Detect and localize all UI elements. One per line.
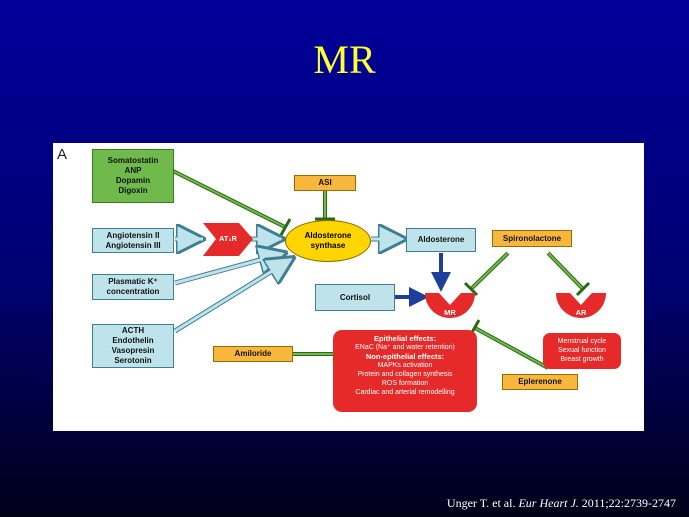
mr-receptor-shape <box>424 293 475 319</box>
asi-label: ASI <box>318 178 332 187</box>
citation-authors: Unger T. et al. <box>446 496 516 510</box>
diagram-connectors <box>172 169 606 370</box>
ar-effect-item: Sexual function <box>558 347 606 354</box>
input-group1-box: Somatostatin ANP Dopamin Digoxin <box>92 149 174 203</box>
asi-box: ASI <box>294 175 356 191</box>
inhibit-spironolactone-to-mr <box>463 251 510 297</box>
ar-effects-box: Menstrual cycle Sexual function Breast g… <box>543 333 621 369</box>
slide-title: MR <box>313 37 376 82</box>
ar-label: AR <box>575 308 587 317</box>
input-group3-box: Plasmatic K⁺ concentration <box>92 274 174 300</box>
non-epithelial-item: Protein and collagen synthesis <box>357 371 453 378</box>
at1r-receptor-shape <box>203 223 253 256</box>
mr-effects-box: Epithelial effects: ENaC (Na⁺ and water … <box>333 330 477 412</box>
aldosterone-synthase-node: Aldosterone synthase <box>285 220 371 262</box>
non-epithelial-item: Cardiac and arterial remodelling <box>355 389 455 396</box>
non-epithelial-item: ROS formation <box>381 380 429 387</box>
spironolactone-label: Spironolactone <box>502 233 562 243</box>
epithelial-item: ENaC (Na⁺ and water retention) <box>355 344 455 351</box>
cortisol-box: Cortisol <box>315 284 395 311</box>
epithelial-heading: Epithelial effects: <box>373 334 437 343</box>
input-group3-line: concentration <box>106 287 160 296</box>
input-group4-line: ACTH <box>121 326 145 335</box>
synthase-line: synthase <box>310 241 346 250</box>
input-group2-box: Angiotensin II Angiotensin III <box>92 228 174 253</box>
eplerenone-label: Eplerenone <box>518 377 562 386</box>
inhibit-asi-to-synthase <box>315 191 335 221</box>
aldosterone-box: Aldosterone <box>406 228 476 252</box>
input-group2-line: Angiotensin III <box>105 240 161 250</box>
citation: Unger T. et al. Eur Heart J. 2011;22:273… <box>447 496 676 511</box>
inhibit-spironolactone-to-ar <box>546 251 591 297</box>
amiloride-label: Amiloride <box>234 349 272 358</box>
input-group2-line: Angiotensin II <box>106 230 160 240</box>
citation-details: 2011;22:2739-2747 <box>581 496 676 510</box>
aldosterone-label: Aldosterone <box>417 235 465 244</box>
non-epithelial-heading: Non-epithelial effects: <box>365 352 445 361</box>
input-group1-line: Somatostatin <box>107 156 159 165</box>
citation-journal: Eur Heart J. <box>518 496 579 510</box>
cortisol-label: Cortisol <box>339 292 371 302</box>
input-group3-line: Plasmatic K⁺ <box>108 277 158 286</box>
mr-label: MR <box>444 308 456 317</box>
synthase-line: Aldosterone <box>304 231 352 240</box>
ar-effect-item: Breast growth <box>560 356 604 363</box>
amiloride-box: Amiloride <box>213 346 293 362</box>
input-group4-box: ACTH Endothelin Vasopresin Serotonin <box>92 324 174 368</box>
input-group4-line: Serotonin <box>114 356 152 365</box>
panel-letter: A <box>57 146 68 163</box>
mr-pathway-diagram: A <box>53 143 644 431</box>
input-group4-line: Endothelin <box>112 336 154 345</box>
eplerenone-box: Eplerenone <box>502 374 578 390</box>
inhibit-eplerenone-to-mr <box>468 319 549 370</box>
ar-receptor-shape <box>556 293 606 318</box>
input-group4-line: Vasopresin <box>111 346 155 355</box>
input-group1-line: Dopamin <box>115 176 151 185</box>
at1r-label: AT₁R <box>219 234 237 243</box>
input-group1-line: ANP <box>124 166 142 175</box>
ar-effect-item: Menstrual cycle <box>557 338 607 345</box>
spironolactone-box: Spironolactone <box>492 230 572 247</box>
input-group1-line: Digoxin <box>118 186 148 195</box>
non-epithelial-item: MAPKs activation <box>377 362 433 369</box>
